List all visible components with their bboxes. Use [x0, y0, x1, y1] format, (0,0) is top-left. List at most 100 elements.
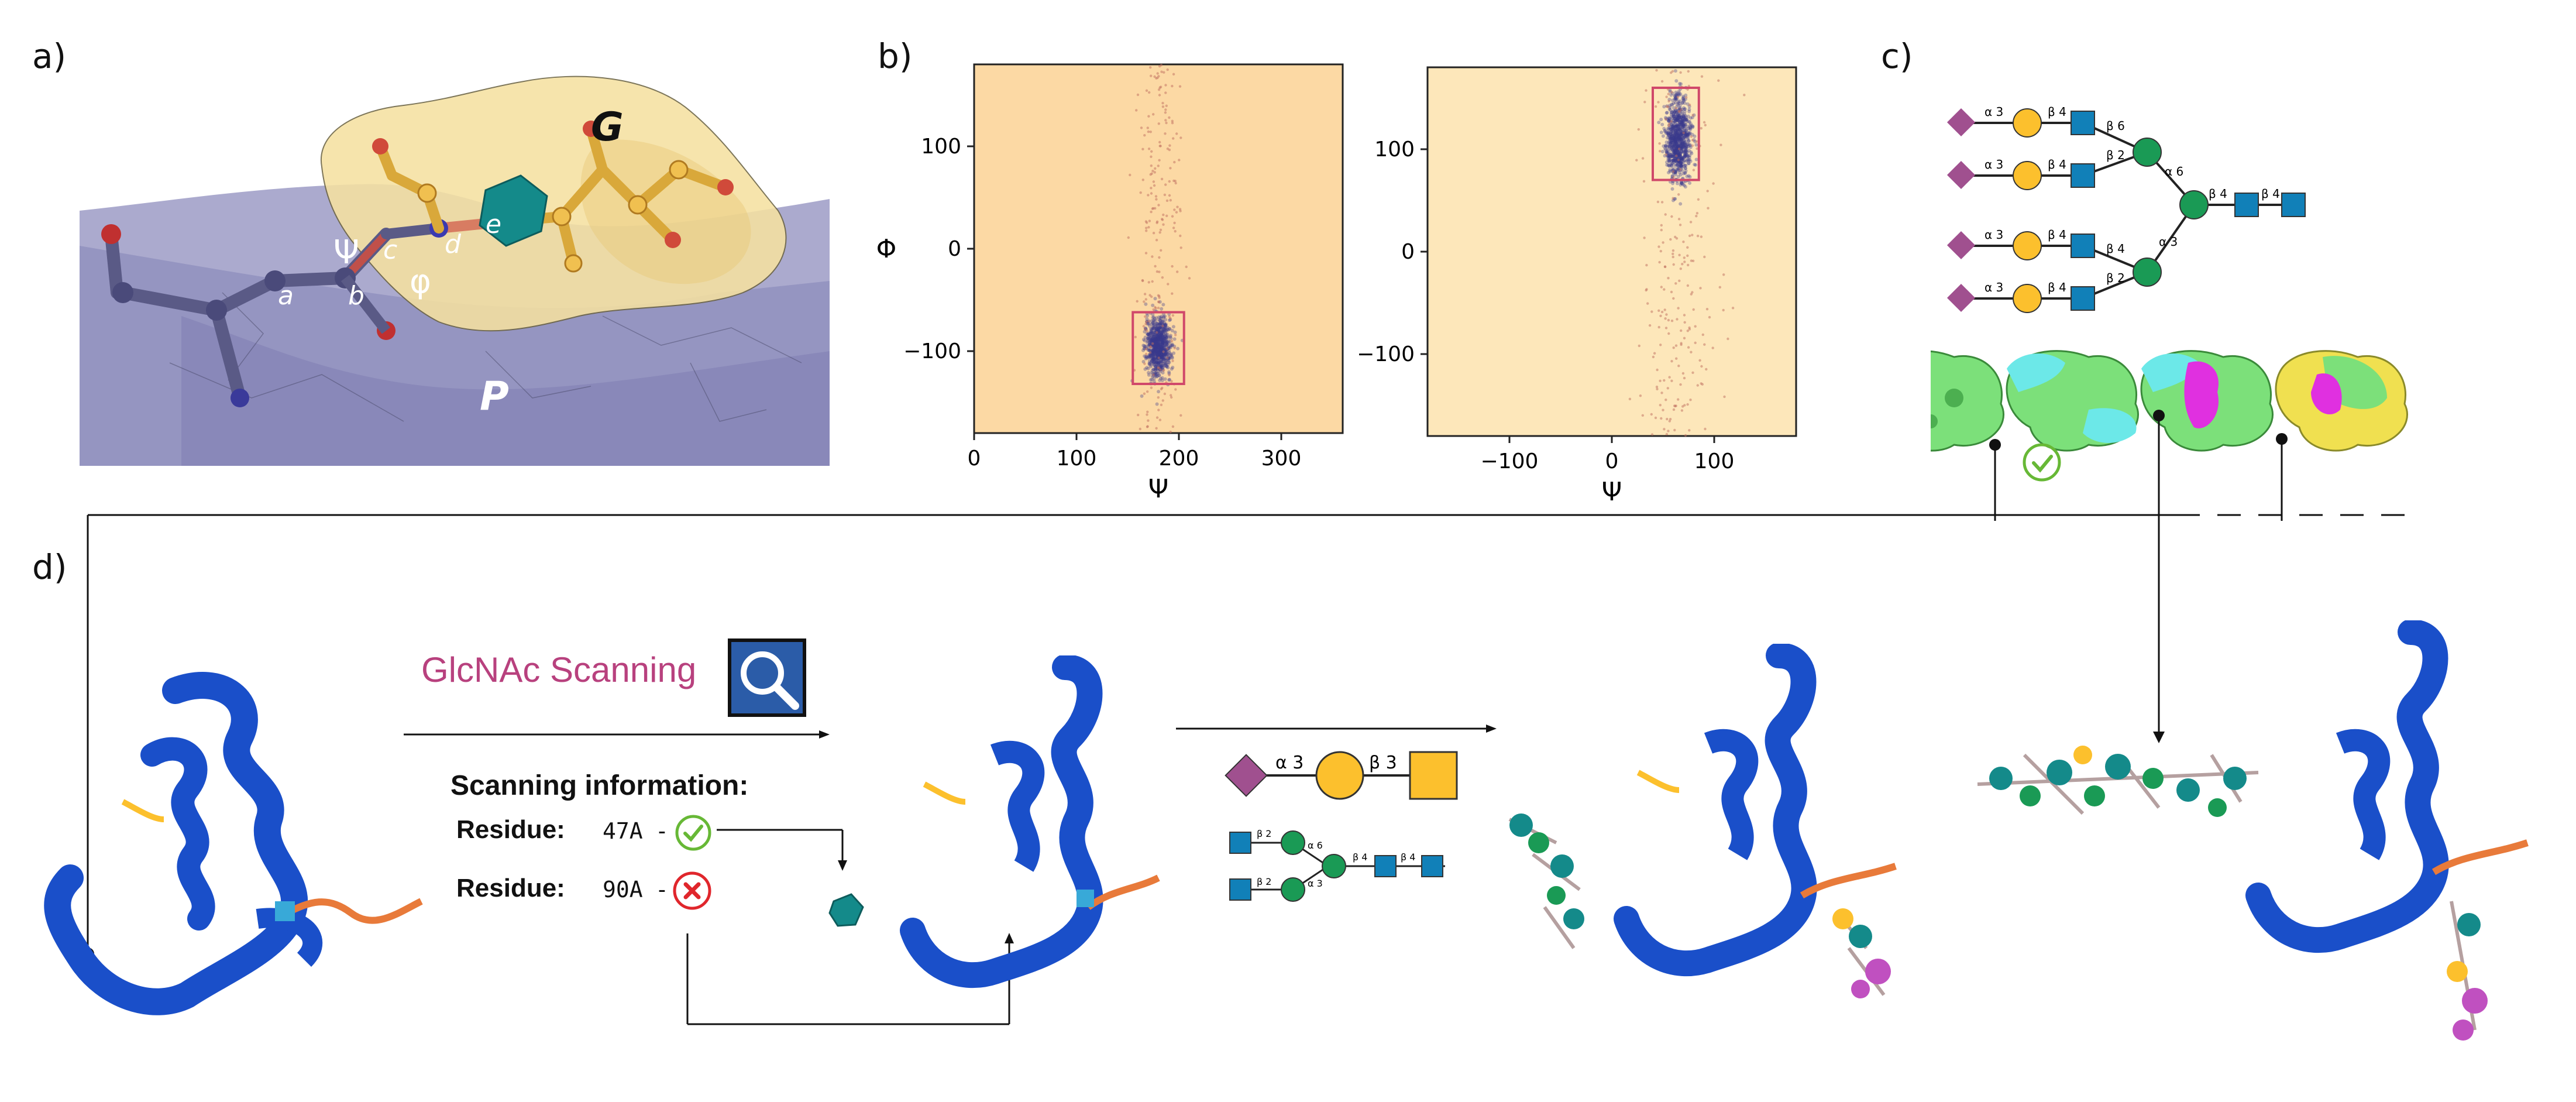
- chart2-data-point: [1684, 132, 1688, 136]
- chart1-data-point: [1159, 352, 1163, 356]
- chart1-data-point: [1165, 358, 1169, 362]
- chart2-data-point: [1670, 143, 1674, 147]
- chart1-data-point: [1159, 349, 1163, 353]
- chart2-data-point: [1673, 139, 1677, 143]
- chart2-data-point: [1688, 429, 1691, 432]
- chart1-data-point: [1163, 377, 1167, 381]
- chart2-data-point: [1664, 118, 1667, 121]
- chart2-data-point: [1682, 122, 1686, 126]
- chart1-data-point: [1172, 137, 1175, 140]
- chart2-data-point: [1672, 150, 1676, 155]
- chart2-data-point: [1670, 140, 1674, 145]
- chart1-data-point: [1158, 336, 1163, 340]
- chart2-data-point: [1680, 110, 1684, 114]
- chart1-data-point: [1158, 370, 1162, 374]
- chart1-data-point: [1158, 347, 1162, 351]
- chart1-data-point: [1174, 181, 1177, 185]
- chart2-data-point: [1684, 143, 1688, 147]
- chart2-data-point: [1650, 310, 1653, 313]
- chart1-data-point: [1151, 349, 1155, 353]
- chart1-data-point: [1150, 356, 1154, 361]
- chart2-data-point: [1683, 159, 1687, 163]
- x-tick-label: 0: [1605, 449, 1619, 473]
- chart1-data-point: [1161, 343, 1165, 347]
- chart2-data-point: [1670, 139, 1674, 143]
- chart2-data-point: [1682, 145, 1686, 148]
- chart2-data-point: [1683, 256, 1686, 259]
- chart2-data-point: [1663, 288, 1666, 291]
- chart1-data-point: [1159, 338, 1163, 342]
- chart1-data-point: [1159, 353, 1163, 358]
- chart2-data-point: [1686, 284, 1690, 287]
- chart1-data-point: [1147, 337, 1151, 341]
- chart1-data-point: [1151, 326, 1155, 330]
- chart2-data-point: [1679, 168, 1682, 171]
- chart1-data-point: [1168, 180, 1171, 183]
- chart2-data-point: [1638, 344, 1640, 348]
- chart2-data-point: [1669, 154, 1673, 158]
- chart2-data-point: [1681, 115, 1686, 119]
- chart1-data-point: [1165, 342, 1169, 346]
- chart1-data-point: [1151, 352, 1155, 356]
- chart2-data-point: [1685, 153, 1689, 157]
- chart2-data-point: [1682, 164, 1686, 168]
- chart2-data-point: [1676, 134, 1680, 138]
- galactose-circle: [2013, 284, 2042, 313]
- chart2-data-point: [1673, 133, 1677, 138]
- chart2-data-point: [1679, 140, 1683, 145]
- chart2-data-point: [1667, 164, 1672, 168]
- chart2-data-point: [1656, 368, 1659, 372]
- chart2-data-point: [1677, 152, 1681, 156]
- chart2-data-point: [1673, 428, 1676, 432]
- chart2-data-point: [1673, 404, 1676, 407]
- chart1-data-point: [1164, 363, 1168, 368]
- chart2-data-point: [1666, 105, 1670, 108]
- chart1-data-point: [1148, 353, 1153, 358]
- chart1-data-point: [1170, 380, 1173, 383]
- mannose-circle: [2133, 258, 2162, 287]
- chart2-data-point: [1672, 147, 1676, 152]
- chart1-data-point: [1157, 315, 1161, 319]
- chart2-data-point: [1670, 139, 1674, 143]
- galactose-circle: [2013, 108, 2042, 138]
- chart1-data-point: [1150, 358, 1154, 362]
- chart2-data-point: [1682, 99, 1686, 103]
- chart2-data-point: [1676, 162, 1680, 166]
- chart1-data-point: [1152, 356, 1155, 361]
- chart2-data-point: [1676, 133, 1680, 138]
- atom-label-c: c: [383, 235, 397, 265]
- branch-row-1: α 3 β 4 β 6: [1946, 105, 2125, 138]
- chart2-data-point: [1679, 162, 1683, 165]
- linkage-label: β 4: [2048, 228, 2066, 242]
- chart1-data-point: [1161, 335, 1165, 339]
- chart1-data-point: [1164, 351, 1168, 355]
- chart2-data-point: [1684, 128, 1688, 132]
- chart2-data-point: [1679, 134, 1683, 138]
- chart2-data-point: [1668, 144, 1672, 148]
- chart2-data-point: [1683, 116, 1687, 120]
- chart1-data-point: [1172, 226, 1175, 229]
- chart1-data-point: [1151, 360, 1155, 364]
- chart2-data-point: [1677, 136, 1681, 140]
- chart1-data-point: [1171, 365, 1175, 369]
- chart1-data-point: [1152, 349, 1156, 353]
- chart1-data-point: [1150, 74, 1153, 77]
- chart1-data-point: [1156, 351, 1160, 355]
- linkage-label: α 3: [1985, 157, 2003, 171]
- chart1-data-point: [1144, 348, 1148, 351]
- chart2-data-point: [1683, 112, 1686, 116]
- chart2-data-point: [1679, 131, 1683, 135]
- chart2-data-point: [1673, 119, 1677, 123]
- chart2-data-point: [1679, 118, 1683, 122]
- chart2-data-point: [1668, 137, 1672, 141]
- chart1-data-point: [1155, 346, 1159, 350]
- chart1-data-point: [1162, 353, 1165, 357]
- chart1-data-point: [1145, 226, 1148, 229]
- chart1-data-point: [1165, 214, 1168, 217]
- chart2-data-point: [1677, 121, 1681, 125]
- chart2-data-point: [1683, 135, 1687, 139]
- chart2-data-point: [1687, 109, 1691, 114]
- chart2-data-point: [1676, 132, 1680, 136]
- chart2-data-point: [1683, 146, 1687, 150]
